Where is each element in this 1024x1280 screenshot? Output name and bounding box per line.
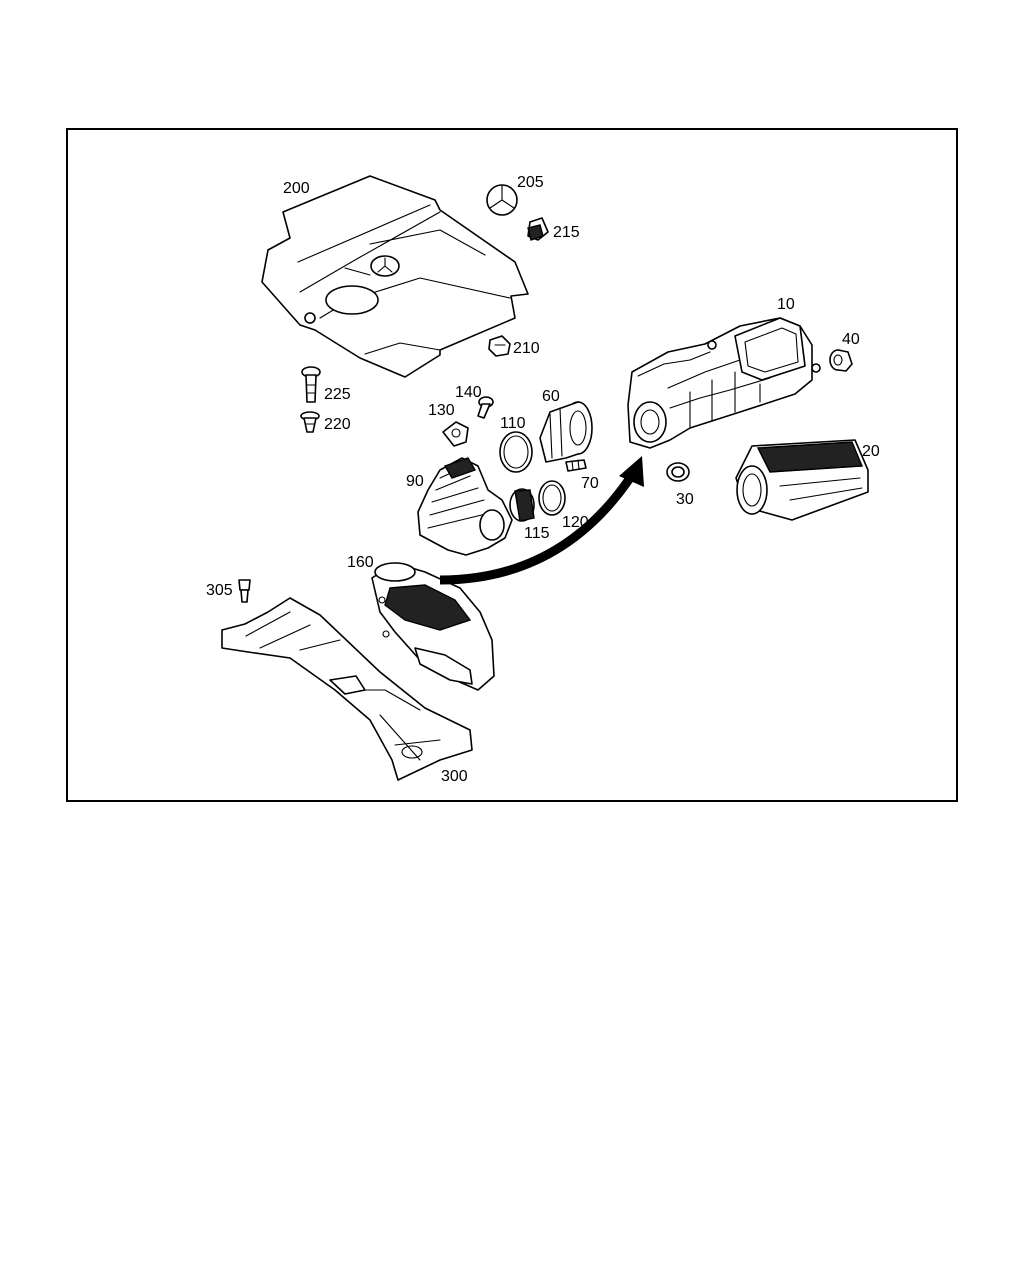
callout-205: 205: [517, 174, 544, 191]
callout-225: 225: [324, 386, 351, 403]
hose-clamp-120-part[interactable]: [538, 480, 566, 516]
star-emblem-part[interactable]: [486, 184, 518, 216]
callout-210: 210: [513, 340, 540, 357]
callout-70: 70: [581, 475, 599, 492]
panel-part[interactable]: [221, 597, 473, 781]
callout-160: 160: [347, 554, 374, 571]
bolt-140-part[interactable]: [477, 396, 494, 419]
plug-part[interactable]: [829, 349, 853, 372]
curved-arrow: [439, 456, 644, 585]
pin-part[interactable]: [301, 366, 321, 403]
callout-20: 20: [862, 443, 880, 460]
callout-90: 90: [406, 473, 424, 490]
sensor-housing-part[interactable]: [539, 401, 593, 463]
callout-10: 10: [777, 296, 795, 313]
engine-cover-part[interactable]: [261, 175, 529, 378]
callout-220: 220: [324, 416, 351, 433]
screw-305-part[interactable]: [238, 579, 251, 603]
air-filter-housing-part[interactable]: [627, 317, 821, 449]
clip-part[interactable]: [300, 411, 320, 433]
callout-115: 115: [524, 525, 550, 542]
sensor-130-part[interactable]: [442, 421, 469, 447]
callout-130: 130: [428, 402, 455, 419]
seal-ring-part[interactable]: [666, 462, 690, 482]
callout-120: 120: [562, 514, 589, 531]
callout-300: 300: [441, 768, 468, 785]
callout-200: 200: [283, 180, 310, 197]
callout-30: 30: [676, 491, 694, 508]
grommet-part[interactable]: [527, 217, 549, 241]
air-duct-part[interactable]: [371, 562, 495, 691]
callout-215: 215: [553, 224, 580, 241]
callout-40: 40: [842, 331, 860, 348]
filter-element-part[interactable]: [735, 439, 869, 521]
intake-hose-part[interactable]: [417, 457, 513, 556]
sleeve-115-part[interactable]: [509, 488, 535, 522]
callout-110: 110: [500, 415, 526, 432]
callout-305: 305: [206, 582, 233, 599]
callout-140: 140: [455, 384, 482, 401]
hose-clamp-110-part[interactable]: [499, 431, 533, 473]
callout-60: 60: [542, 388, 560, 405]
nut-part[interactable]: [488, 335, 511, 357]
diagram-frame: [66, 128, 958, 802]
screw-70-part[interactable]: [565, 459, 587, 472]
